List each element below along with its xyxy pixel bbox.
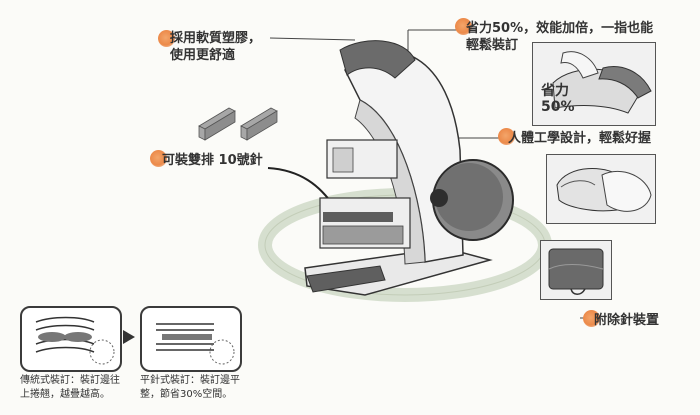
stapler-illustration xyxy=(304,40,514,296)
traditional-staple-icon xyxy=(35,316,115,365)
callout-ergonomic: 人體工學設計，輕鬆好握 xyxy=(508,131,652,146)
flat-staple-icon xyxy=(156,323,235,365)
remover-illustration xyxy=(548,248,604,295)
effort-value: 50% xyxy=(541,99,575,115)
traditional-caption: 傳統式裝訂：裝訂邊往 上捲翹，越疊越高。 xyxy=(20,375,120,400)
callout-dot-effort xyxy=(455,18,472,35)
comparison-arrow-icon xyxy=(123,330,135,344)
grip-hand-illustration xyxy=(556,168,652,212)
callout-double-row: 可裝雙排 10號針 xyxy=(162,153,263,168)
callout-dot-ergonomic xyxy=(498,128,515,145)
traditional-binding-panel xyxy=(20,306,122,372)
press-hand-illustration xyxy=(552,51,652,114)
flat-caption: 平針式裝訂：裝訂邊平 整，節省30%空間。 xyxy=(140,375,240,400)
callout-remover: 附除針裝置 xyxy=(594,313,660,328)
inset-press-photo: 省力 50% xyxy=(532,42,656,126)
inset-grip-photo xyxy=(546,154,656,224)
staple-strips-illustration xyxy=(198,107,278,141)
flat-binding-panel xyxy=(140,306,242,372)
effort-label: 省力 xyxy=(541,83,569,99)
inset-remover-photo xyxy=(540,240,612,300)
callout-dot-double-row xyxy=(150,150,167,167)
callout-dot-remover xyxy=(583,310,600,327)
callout-soft-grip: 採用軟質塑膠， 使用更舒適 xyxy=(170,31,262,63)
callout-effort: 省力50%，效能加倍，一指也能 輕鬆裝訂 xyxy=(466,21,654,53)
callout-dot-soft-grip xyxy=(158,30,175,47)
